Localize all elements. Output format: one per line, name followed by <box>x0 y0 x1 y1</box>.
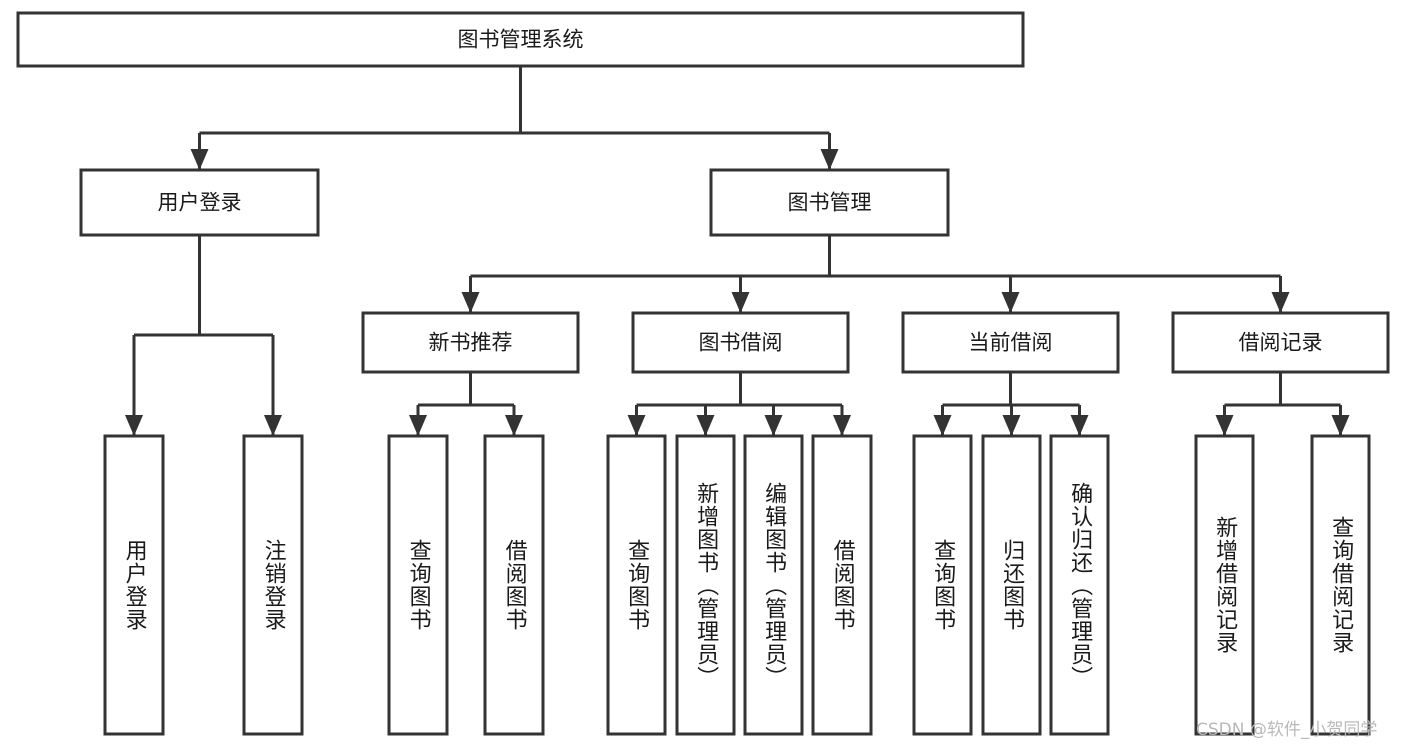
node-book-manage: 图书管理 <box>709 168 950 237</box>
node-label-user-login: 用户登录 <box>158 191 242 215</box>
node-label-borrow-record: 借阅记录 <box>1239 331 1323 355</box>
arrow-head-icon <box>1001 292 1020 313</box>
node-new-book-recommend: 新书推荐 <box>361 311 580 374</box>
node-box-leaf-add-record <box>1194 434 1255 736</box>
node-leaf-user-logout <box>242 434 304 736</box>
node-box-leaf-user-login <box>103 434 165 736</box>
node-leaf-borrow-book-rec <box>483 434 545 736</box>
edges-from-user-login <box>125 235 282 436</box>
node-box-leaf-query-book-rec <box>387 434 449 736</box>
node-leaf-query-book-rec <box>387 434 449 736</box>
node-leaf-query-record <box>1310 434 1371 736</box>
node-leaf-return-book <box>981 434 1042 736</box>
arrow-head-icon <box>1271 292 1290 313</box>
csdn-watermark: CSDN @软件_小贺同学 <box>1196 720 1377 740</box>
arrow-head-icon <box>820 149 839 170</box>
node-box-leaf-borrow-book-rec <box>483 434 545 736</box>
arrow-head-icon <box>764 415 783 436</box>
node-box-leaf-query-record <box>1310 434 1371 736</box>
node-box-leaf-query-book-borrow <box>606 434 667 736</box>
arrow-head-icon <box>505 415 523 436</box>
node-box-leaf-query-book-cur <box>912 434 973 736</box>
node-box-leaf-edit-book <box>743 434 804 736</box>
node-label-new-book-recommend: 新书推荐 <box>429 331 513 355</box>
node-leaf-borrow-book <box>811 434 873 736</box>
edges-from-current-borrow <box>933 372 1089 436</box>
edges-from-borrow-record <box>1215 372 1350 436</box>
node-leaf-add-book <box>675 434 736 736</box>
node-user-login: 用户登录 <box>79 168 320 237</box>
arrow-head-icon <box>696 415 715 436</box>
arrow-head-icon <box>1002 415 1021 436</box>
node-current-borrow: 当前借阅 <box>901 311 1120 374</box>
node-label-book-manage: 图书管理 <box>788 191 872 215</box>
node-leaf-query-book-borrow <box>606 434 667 736</box>
arrow-head-icon <box>1331 415 1350 436</box>
arrow-head-icon <box>933 415 952 436</box>
arrow-head-icon <box>833 415 851 436</box>
arrow-head-icon <box>1215 415 1234 436</box>
node-box-leaf-borrow-book <box>811 434 873 736</box>
arrow-head-icon <box>190 149 209 170</box>
node-box-leaf-user-logout <box>242 434 304 736</box>
edges-from-book-manage <box>461 235 1290 313</box>
arrow-head-icon <box>409 415 427 436</box>
node-box-leaf-confirm-return <box>1049 434 1110 736</box>
node-leaf-query-book-cur <box>912 434 973 736</box>
node-leaf-edit-book <box>743 434 804 736</box>
arrow-head-icon <box>1070 415 1089 436</box>
node-box-root <box>16 11 1025 68</box>
node-box-leaf-add-book <box>675 434 736 736</box>
node-box-user-login <box>79 168 320 237</box>
arrow-head-icon <box>264 415 282 436</box>
arrow-head-icon <box>461 292 480 313</box>
node-label-book-borrow: 图书借阅 <box>699 331 783 355</box>
node-root: 图书管理系统 <box>16 11 1025 68</box>
node-borrow-record: 借阅记录 <box>1171 311 1390 374</box>
edges-from-book-borrow <box>627 372 851 436</box>
arrow-head-icon <box>125 415 143 436</box>
node-leaf-add-record <box>1194 434 1255 736</box>
node-box-new-book-recommend <box>361 311 580 374</box>
node-label-root: 图书管理系统 <box>458 28 584 52</box>
node-box-current-borrow <box>901 311 1120 374</box>
node-box-leaf-return-book <box>981 434 1042 736</box>
node-leaf-user-login <box>103 434 165 736</box>
node-label-current-borrow: 当前借阅 <box>969 331 1053 355</box>
node-book-borrow: 图书借阅 <box>631 311 850 374</box>
arrow-head-icon <box>627 415 646 436</box>
node-leaf-confirm-return <box>1049 434 1110 736</box>
edges-from-root <box>190 66 839 170</box>
edges-from-new-book-recommend <box>409 372 523 436</box>
arrow-head-icon <box>731 292 750 313</box>
